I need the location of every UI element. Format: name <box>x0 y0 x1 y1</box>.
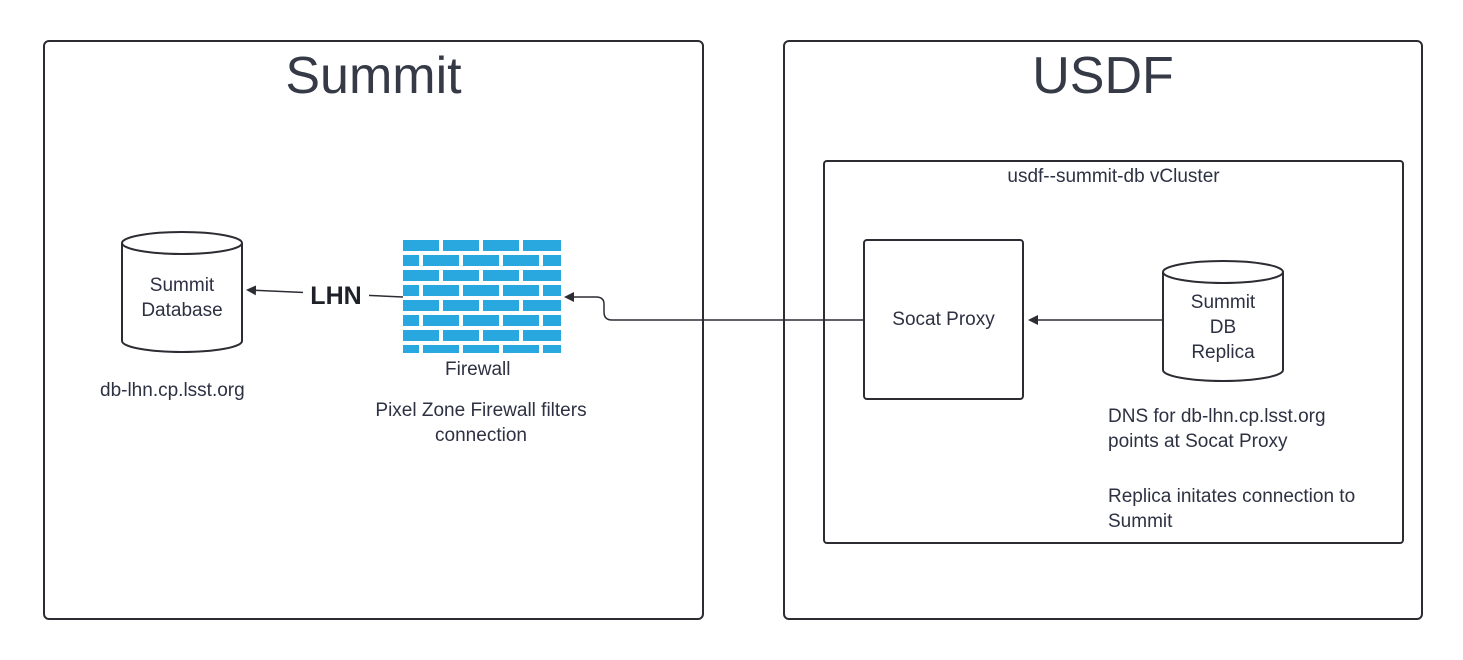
replica-line2: DB <box>1209 317 1237 338</box>
firewall-note-line1: Pixel Zone Firewall filters <box>375 400 587 421</box>
summit-db-replica-label: Summit DB Replica <box>1163 290 1283 365</box>
summit-hostname: db-lhn.cp.lsst.org <box>100 380 245 401</box>
replica-line1: Summit <box>1190 292 1256 313</box>
replica-note-line2: Summit <box>1108 511 1173 532</box>
socat-proxy-label: Socat Proxy <box>892 308 995 330</box>
replica-line3: Replica <box>1191 342 1255 363</box>
firewall-label: Firewall <box>445 359 511 380</box>
summit-database-line2: Database <box>141 300 223 321</box>
proxy-to-firewall-connector <box>564 292 863 321</box>
dns-note: DNS for db-lhn.cp.lsst.org points at Soc… <box>1108 404 1326 454</box>
vcluster-label: usdf--summit-db vCluster <box>1007 166 1220 187</box>
summit-database-label: Summit Database <box>122 273 242 323</box>
replica-note-line1: Replica initates connection to <box>1108 486 1356 507</box>
summit-db-replica-icon <box>1162 260 1284 382</box>
firewall-note-line2: connection <box>435 425 527 446</box>
usdf-title: USDF <box>1032 47 1174 105</box>
firewall-note: Pixel Zone Firewall filters connection <box>357 398 605 448</box>
firewall-icon <box>403 240 561 353</box>
lhn-label: LHN <box>303 280 369 312</box>
summit-database-line1: Summit <box>149 275 215 296</box>
dns-note-line1: DNS for db-lhn.cp.lsst.org <box>1108 406 1326 427</box>
replica-note: Replica initates connection to Summit <box>1108 484 1355 534</box>
dns-note-line2: points at Socat Proxy <box>1108 431 1288 452</box>
summit-database-icon <box>121 231 243 353</box>
summit-title: Summit <box>285 47 462 105</box>
socat-proxy-box: Socat Proxy <box>863 239 1024 400</box>
